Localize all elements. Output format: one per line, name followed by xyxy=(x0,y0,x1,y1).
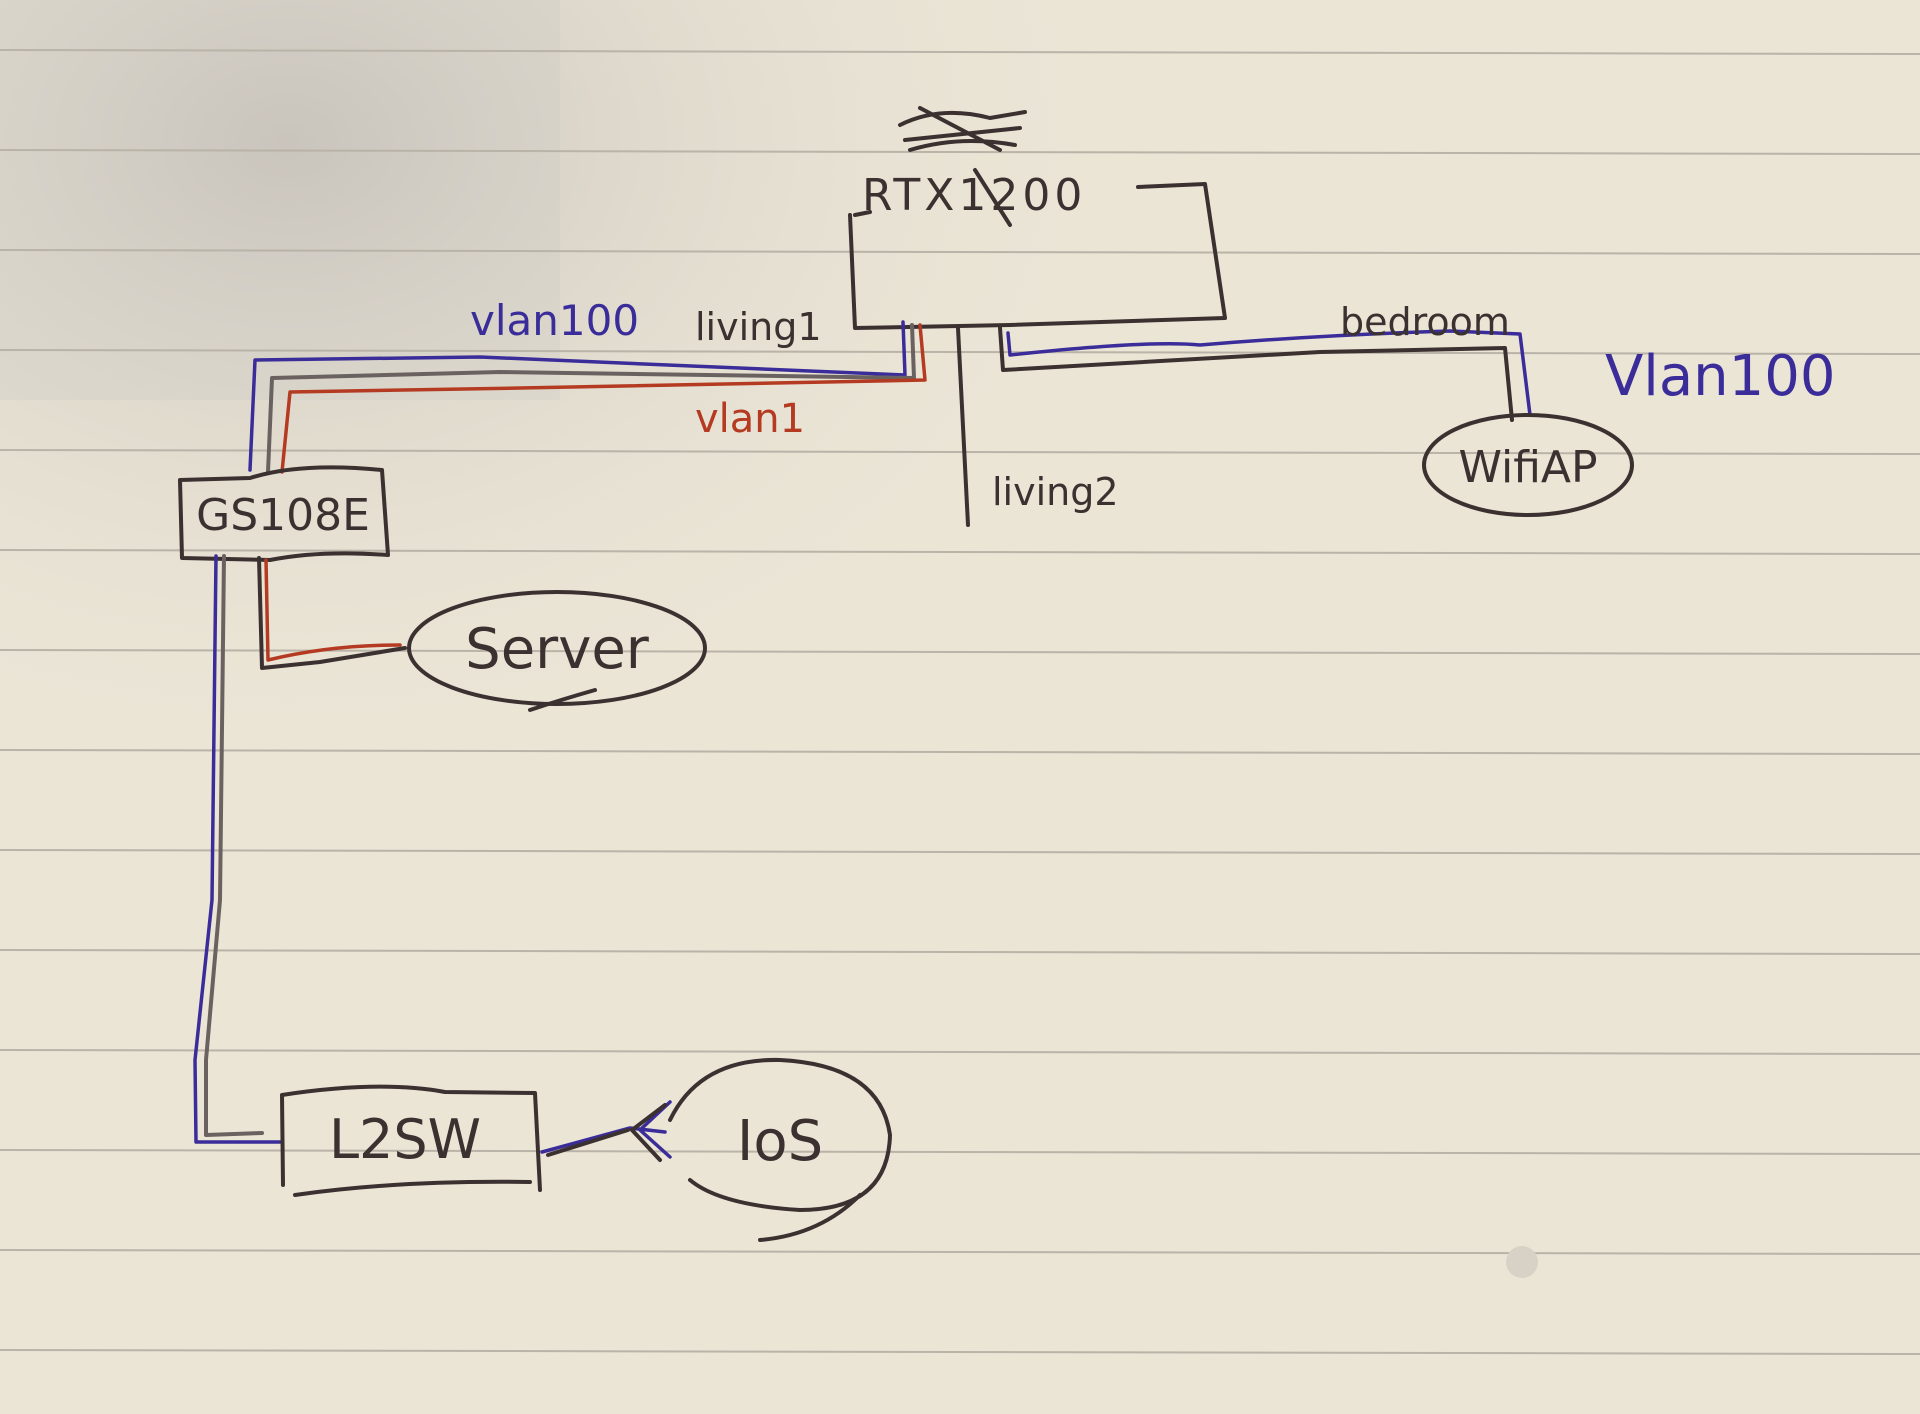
ruled-line xyxy=(0,1149,1920,1155)
ios-node: IoS xyxy=(668,1057,892,1242)
l2sw-link xyxy=(193,554,282,1144)
bedroom-link: bedroom Vlan100 xyxy=(998,300,1836,422)
ruled-line xyxy=(0,849,1920,855)
server-label: Server xyxy=(465,617,650,682)
l2sw-vlan100-cable xyxy=(193,554,282,1144)
living2-cable xyxy=(956,326,970,527)
ios-label: IoS xyxy=(737,1109,823,1174)
router-label: RTX1200 xyxy=(862,170,1086,221)
vlan1-label: vlan1 xyxy=(695,396,805,442)
l2sw-label: L2SW xyxy=(329,1108,481,1171)
bedroom-vlan-label: Vlan100 xyxy=(1605,344,1836,409)
l2sw-box xyxy=(280,1084,542,1197)
ruled-line xyxy=(0,949,1920,955)
ruled-line xyxy=(0,49,1920,55)
server-ellipse xyxy=(407,590,707,706)
living1-link: vlan100 living1 vlan1 xyxy=(248,296,927,474)
ios-link xyxy=(540,1100,672,1162)
gs108e-label: GS108E xyxy=(196,490,370,541)
vlan100-cable xyxy=(248,320,907,472)
router-box xyxy=(848,182,1227,330)
server-underline xyxy=(528,688,597,712)
living2-link: living2 xyxy=(956,326,1119,527)
server-node: Server xyxy=(407,590,707,712)
ruled-line xyxy=(0,549,1920,555)
l2sw-trunk-cable xyxy=(204,554,264,1137)
bedroom-cable xyxy=(998,326,1514,422)
ruled-line xyxy=(0,149,1920,155)
ios-circle xyxy=(668,1057,892,1242)
paper-spot xyxy=(1506,1246,1538,1278)
bedroom-vlan100-cable xyxy=(1006,329,1532,417)
ruled-line xyxy=(0,1249,1920,1255)
gs108e-node: GS108E xyxy=(178,465,390,562)
vlan100-label: vlan100 xyxy=(470,296,639,345)
ruled-line xyxy=(0,1049,1920,1055)
server-vlan1-cable xyxy=(264,558,402,662)
ios-arrow xyxy=(546,1103,667,1162)
vlan1-cable xyxy=(280,323,927,474)
living2-label: living2 xyxy=(992,470,1119,514)
router-node: RTX1200 xyxy=(848,106,1227,330)
server-link xyxy=(257,556,407,670)
wifi-ap-ellipse xyxy=(1422,413,1634,517)
living1-label: living1 xyxy=(695,305,822,349)
trunk-cable xyxy=(266,323,916,474)
l2sw-node: L2SW xyxy=(280,1084,542,1197)
crossout-mark xyxy=(973,168,1012,227)
ruled-line xyxy=(0,249,1920,255)
server-cable xyxy=(257,556,407,670)
ruled-line xyxy=(0,749,1920,755)
gs108e-box xyxy=(178,465,390,562)
ruled-line xyxy=(0,449,1920,455)
wifi-ap-node: WifiAP xyxy=(1422,413,1634,517)
bedroom-label: bedroom xyxy=(1340,300,1510,344)
ruled-line xyxy=(0,1349,1920,1355)
wifi-ap-label: WifiAP xyxy=(1458,442,1597,493)
scribble-crossout xyxy=(898,106,1027,152)
